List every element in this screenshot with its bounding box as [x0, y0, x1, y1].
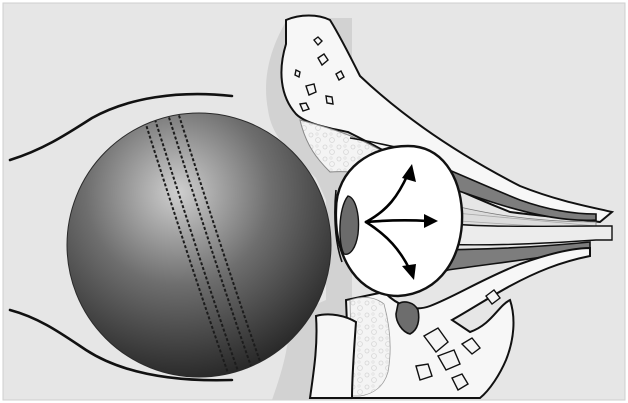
lens	[340, 196, 359, 254]
maxillary-textured-bone	[350, 297, 390, 396]
zygomatic-bone	[310, 314, 356, 398]
ball-body	[67, 113, 331, 377]
